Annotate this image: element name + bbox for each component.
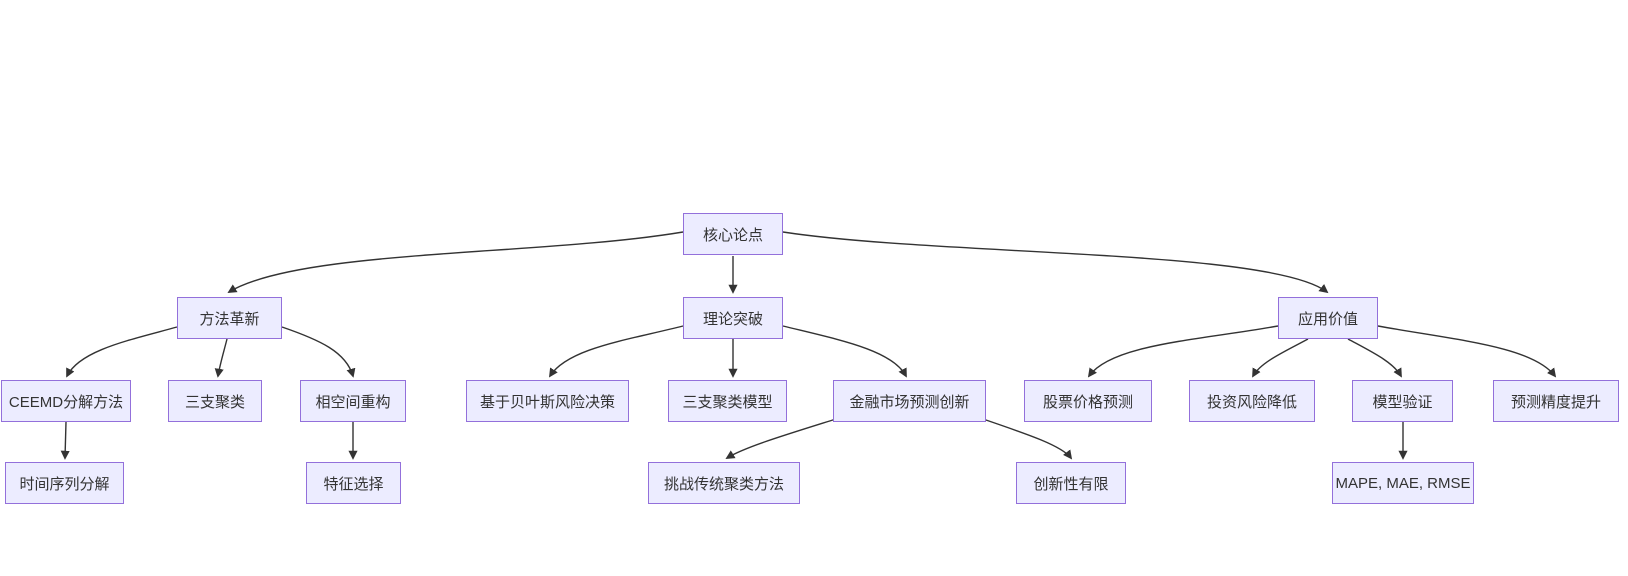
node-challenge-traditional-clustering: 挑战传统聚类方法 (648, 462, 800, 504)
node-theory-breakthrough: 理论突破 (683, 297, 783, 339)
node-application-value: 应用价值 (1278, 297, 1378, 339)
edge-core-to-method (227, 231, 684, 293)
node-method-innovation: 方法革新 (177, 297, 282, 339)
node-three-way-clustering-model: 三支聚类模型 (668, 380, 787, 422)
edge-theory-to-fin-innov (782, 325, 907, 378)
edge-method-to-three-way (214, 338, 228, 378)
node-core-thesis: 核心论点 (683, 213, 783, 255)
node-mape-mae-rmse-metrics: MAPE, MAE, RMSE (1332, 462, 1474, 504)
node-bayesian-risk-decision: 基于贝叶斯风险决策 (466, 380, 629, 422)
node-investment-risk-reduction: 投资风险降低 (1189, 380, 1315, 422)
edge-application-to-accuracy (1377, 325, 1557, 378)
edge-fin-innov-to-challenge (725, 418, 837, 459)
edge-application-to-stock (1087, 325, 1279, 378)
edge-ceemd-to-ts-decomp (60, 421, 70, 460)
node-feature-selection: 特征选择 (306, 462, 401, 504)
edge-method-to-ceemd (66, 326, 178, 378)
node-financial-forecast-innovation: 金融市场预测创新 (833, 380, 986, 422)
node-phase-space-reconstruction: 相空间重构 (300, 380, 406, 422)
edge-core-to-application (782, 231, 1329, 294)
node-model-validation: 模型验证 (1352, 380, 1453, 422)
edge-application-to-invest (1252, 338, 1309, 378)
node-ceemd-decomposition-method: CEEMD分解方法 (1, 380, 131, 422)
node-forecast-accuracy-improvement: 预测精度提升 (1493, 380, 1619, 422)
node-stock-price-prediction: 股票价格预测 (1024, 380, 1152, 422)
node-time-series-decomposition: 时间序列分解 (5, 462, 124, 504)
edge-fin-innov-to-limited (982, 418, 1073, 460)
node-three-way-clustering: 三支聚类 (168, 380, 262, 422)
edge-application-to-validation (1347, 338, 1402, 378)
edge-theory-to-bayes (549, 325, 684, 378)
node-limited-novelty: 创新性有限 (1016, 462, 1126, 504)
edge-method-to-phase (281, 326, 356, 378)
